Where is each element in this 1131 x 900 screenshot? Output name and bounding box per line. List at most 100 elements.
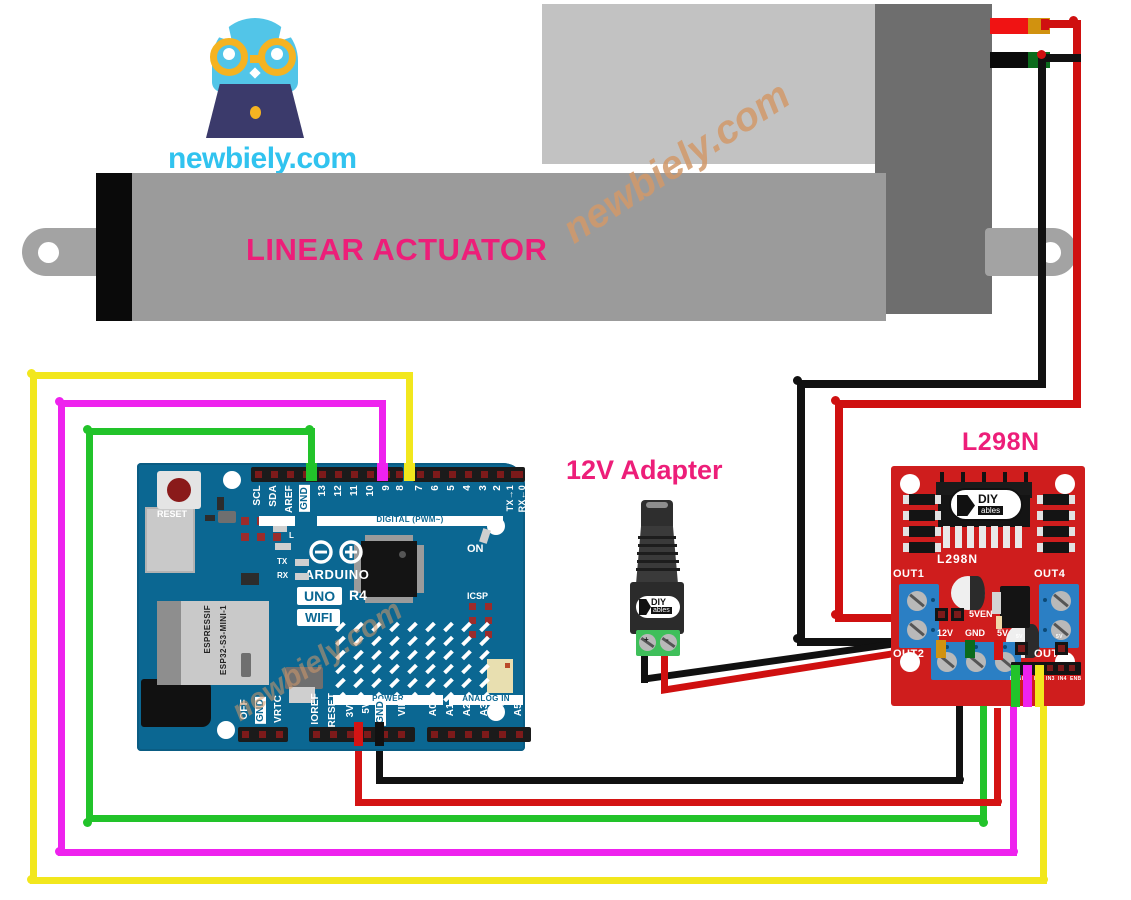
pin-label-13: 13: [317, 485, 328, 497]
out2-screw[interactable]: [907, 620, 927, 640]
actuator-motor-block: [875, 4, 992, 314]
wire-5v-down: [355, 742, 362, 806]
owl-pupil-right-icon: [271, 48, 283, 60]
node-magenta-bl: [55, 847, 64, 856]
crystal-1: [218, 511, 236, 523]
l298n-motor-driver-board[interactable]: DIY ables L298N OUT1 OUT2 OUT4: [891, 466, 1085, 706]
pin-label-ioref: IOREF: [310, 693, 321, 725]
smd-5: [275, 543, 291, 550]
icsp-pad-1: [469, 603, 476, 610]
terminal-gnd-label: GND: [965, 628, 985, 638]
analog-bar-label: ANALOG IN: [462, 694, 510, 703]
smd-1: [205, 515, 215, 521]
pin-label-sda: SDA: [268, 485, 279, 507]
rx-led-label: RX: [277, 571, 289, 580]
wire-yellow-left: [30, 372, 37, 884]
arduino-uno-r4-wifi-board[interactable]: RESET ESPRESSIF ESP32-S3-MINI-1: [137, 463, 531, 751]
5ven-jumper-pin-2[interactable]: [951, 608, 964, 621]
pin-label-a4: A4: [496, 703, 507, 717]
smd-7: [295, 573, 309, 580]
pin-label-7: 7: [414, 485, 425, 491]
reset-button[interactable]: [157, 471, 201, 509]
pin-label-reset: RESET: [327, 693, 338, 728]
adapter-screw-terminal[interactable]: + -: [636, 630, 680, 656]
wire-yellow-plug: [404, 463, 415, 481]
out4-screw[interactable]: [1051, 591, 1071, 611]
adapter-screw-minus[interactable]: [660, 634, 677, 651]
out3-screw[interactable]: [1051, 620, 1071, 640]
digital-bar-label: DIGITAL (PWM~): [376, 515, 444, 524]
pin-label-3: 3: [478, 485, 489, 491]
qwiic-connector[interactable]: [487, 659, 513, 693]
mounting-hole-br: [487, 703, 505, 721]
pin-label-5v: 5V: [361, 701, 372, 714]
wire-green-right: [980, 706, 987, 822]
usb-c-connector[interactable]: [145, 507, 195, 573]
on-led-label: ON: [467, 543, 484, 555]
wire-act-red-down: [835, 400, 843, 622]
digital-header-right[interactable]: [413, 467, 525, 482]
wire-green-bottom: [86, 815, 987, 822]
icsp-pad-2: [485, 603, 492, 610]
icsp2-pad-1: [241, 517, 249, 525]
icsp2-pad-6: [273, 533, 281, 541]
icsp-pad-3: [469, 617, 476, 624]
adapter-barrel-tip: [641, 500, 673, 528]
adapter-screw-plus[interactable]: [639, 634, 656, 651]
dc-barrel-jack[interactable]: [141, 679, 211, 727]
model-uno-badge: UNO: [297, 587, 343, 605]
wire-act-blk-down: [797, 380, 805, 646]
reset-label: RESET: [157, 509, 188, 519]
pin-label-a0: A0: [428, 703, 439, 717]
signal-header[interactable]: [1011, 662, 1081, 675]
analog-header[interactable]: [427, 727, 531, 742]
smd-4: [273, 524, 287, 532]
diyables-logo-adapter: DIY ables: [636, 596, 680, 618]
power-terminal-block[interactable]: [931, 642, 1021, 680]
aux-header[interactable]: [238, 727, 288, 742]
enb-jumper[interactable]: [1055, 642, 1068, 655]
wire-gnd-plug: [375, 722, 384, 746]
diyables-mark-icon: [639, 599, 651, 615]
wire-adp-blk-down: [641, 655, 648, 683]
out3-out4-terminal-block[interactable]: [1039, 584, 1079, 648]
wire-green-plug: [306, 463, 317, 481]
smd-3: [241, 573, 259, 585]
wire-gnd-up: [956, 660, 963, 784]
voltage-reg: [285, 667, 323, 689]
5ven-label: 5VEN: [969, 609, 993, 619]
ena-jumper[interactable]: [1015, 642, 1028, 655]
on-led: [479, 528, 491, 544]
adapter-strain-relief: [636, 526, 678, 584]
diyables-brand-top-l298n: DIY: [978, 492, 999, 506]
wire-5v-across: [355, 799, 1001, 806]
diyables-brand-bottom: ables: [651, 607, 672, 614]
5ven-jumper-pin-1[interactable]: [935, 608, 948, 621]
adapter-minus-marking: -: [666, 635, 669, 644]
node-magenta-br: [1009, 847, 1018, 856]
pin-label-a1: A1: [445, 703, 456, 717]
pin-label-rx0: RX←0: [517, 485, 527, 513]
adapter-plus-marking: +: [644, 635, 649, 644]
out1-out2-terminal-block[interactable]: [899, 584, 939, 648]
icsp2-pad-4: [241, 533, 249, 541]
wire-act-blk-to-out2: [797, 638, 911, 646]
renesas-mcu: [354, 535, 424, 603]
actuator-red-lead: [990, 18, 1050, 34]
out1-screw[interactable]: [907, 591, 927, 611]
icsp-pad-4: [485, 617, 492, 624]
pin-label-vrtc: VRTC: [273, 695, 284, 724]
actuator-rod-housing: [542, 4, 887, 164]
terminal-12v-label: 12V: [937, 628, 954, 638]
plug-yellow-in2: [1035, 665, 1044, 707]
node-5v-corner: [993, 797, 1002, 806]
pin-label-enb: ENB: [1070, 676, 1082, 682]
icsp-pad-6: [485, 631, 492, 638]
arduino-brand-text: ARDUINO: [304, 567, 370, 582]
plug-gnd: [965, 640, 975, 658]
model-wifi-badge: WIFI: [297, 609, 341, 626]
icsp2-pad-5: [257, 533, 265, 541]
arduino-infinity-logo: [309, 540, 363, 564]
mcu-pins-right: [417, 545, 424, 593]
